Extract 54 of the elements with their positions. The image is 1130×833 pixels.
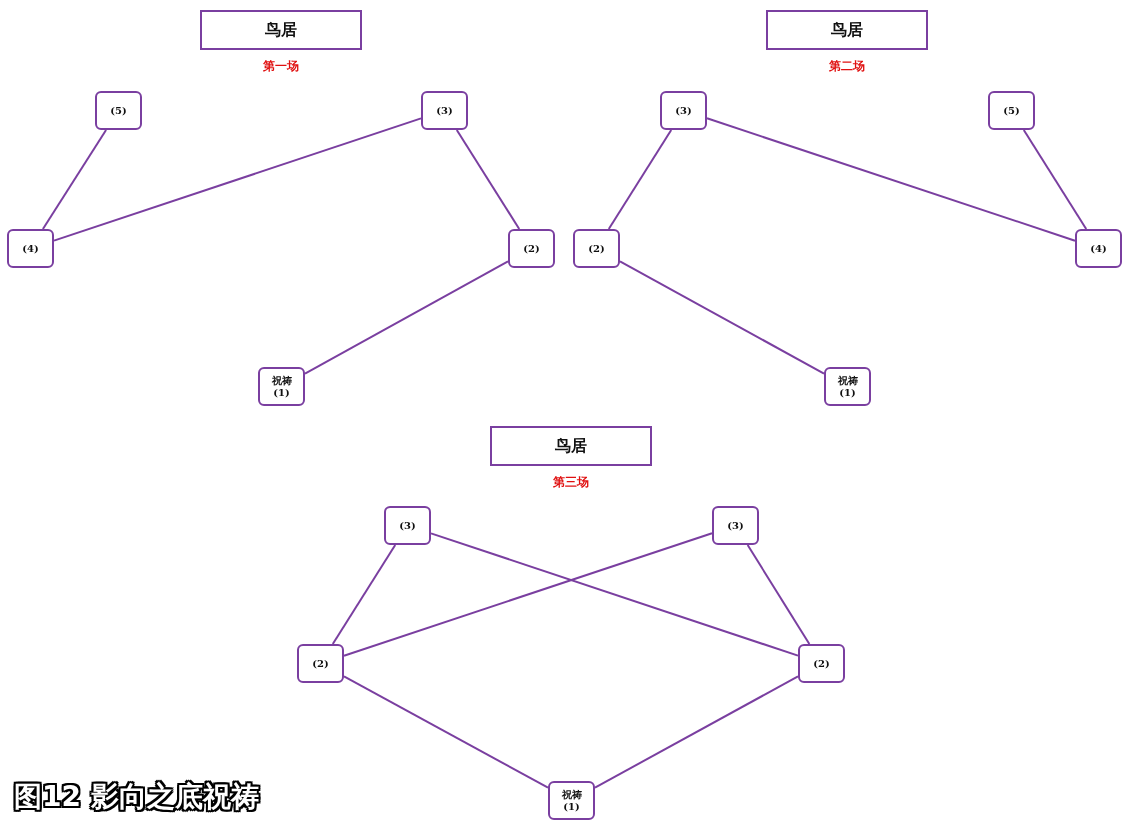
node-label: 鸟居 bbox=[555, 436, 587, 456]
node-label: (2) bbox=[588, 242, 605, 255]
connector-line bbox=[53, 117, 422, 242]
node-box bbox=[573, 229, 620, 268]
node-box bbox=[798, 644, 845, 683]
connector-line bbox=[430, 532, 799, 657]
node-label: 祝祷 bbox=[271, 375, 292, 387]
node-label: (1) bbox=[273, 386, 290, 398]
node-label: (3) bbox=[727, 519, 744, 532]
node-label: 祝祷 bbox=[837, 375, 858, 387]
node-label: (4) bbox=[22, 242, 39, 255]
node-label: (3) bbox=[436, 104, 453, 117]
node-box bbox=[1075, 229, 1122, 268]
connector-line bbox=[594, 675, 799, 789]
scene-label: 第三场 bbox=[552, 474, 590, 491]
node-label: (3) bbox=[675, 104, 692, 117]
node-label: (5) bbox=[110, 104, 127, 117]
node-label: (4) bbox=[1090, 242, 1107, 255]
scene-label: 第一场 bbox=[262, 58, 300, 75]
node-label: (2) bbox=[813, 657, 830, 670]
node-box bbox=[95, 91, 142, 130]
connector-line bbox=[455, 129, 521, 230]
scene-label: 第二场 bbox=[828, 58, 866, 75]
node-box bbox=[7, 229, 54, 268]
connector-line bbox=[343, 532, 713, 657]
node-box bbox=[824, 367, 871, 406]
node-box bbox=[712, 506, 759, 545]
connector-line bbox=[706, 117, 1076, 242]
connector-line bbox=[304, 260, 509, 375]
node-box bbox=[508, 229, 555, 268]
node-box bbox=[548, 781, 595, 820]
node-label: (2) bbox=[312, 657, 329, 670]
connector-line bbox=[343, 675, 549, 789]
node-label: 鸟居 bbox=[265, 20, 297, 40]
node-label: (1) bbox=[563, 800, 580, 812]
node-box bbox=[297, 644, 344, 683]
connector-line bbox=[331, 544, 397, 645]
connector-line bbox=[607, 129, 673, 230]
node-box bbox=[258, 367, 305, 406]
connector-line bbox=[619, 260, 825, 375]
node-box bbox=[660, 91, 707, 130]
node-label: 祝祷 bbox=[561, 789, 582, 801]
node-label: (1) bbox=[839, 386, 856, 398]
connector-line bbox=[41, 129, 108, 230]
node-box bbox=[421, 91, 468, 130]
figure-caption: 图12 影向之底祝祷 bbox=[14, 778, 259, 815]
connector-line bbox=[746, 544, 811, 645]
node-box bbox=[384, 506, 431, 545]
node-label: (2) bbox=[523, 242, 540, 255]
node-label: 鸟居 bbox=[831, 20, 863, 40]
connector-line bbox=[1022, 129, 1088, 230]
node-box bbox=[988, 91, 1035, 130]
node-label: (3) bbox=[399, 519, 416, 532]
node-label: (5) bbox=[1003, 104, 1020, 117]
